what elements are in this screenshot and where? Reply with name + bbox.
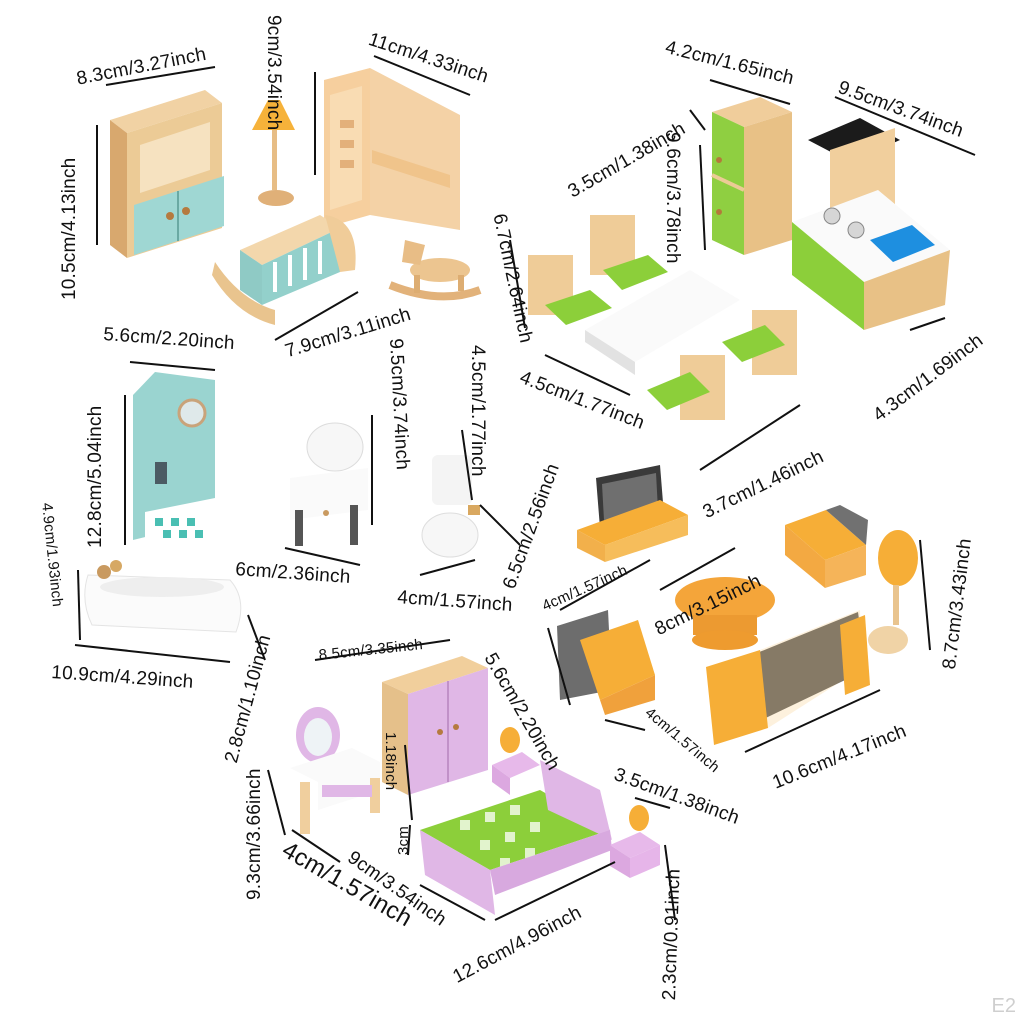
shower — [133, 372, 215, 548]
washbasin — [290, 422, 368, 546]
double-bed — [420, 760, 612, 915]
armchair-right — [785, 505, 868, 588]
dim-label: 2.3cm/0.91inch — [659, 868, 685, 1001]
dim-label: 10.5cm/4.13inch — [59, 157, 80, 300]
bunk-bed — [324, 68, 460, 230]
bathtub — [84, 560, 242, 633]
armchair — [557, 610, 655, 715]
rocking-cradle — [212, 215, 356, 325]
cupboard-hutch — [110, 90, 224, 258]
floor-lamp — [252, 100, 295, 206]
sofa — [706, 610, 870, 745]
watermark: E2 — [991, 995, 1016, 1017]
nightstand — [610, 805, 660, 878]
tv-stand — [577, 465, 688, 562]
dimension-lines — [74, 55, 976, 921]
dim-label: 1.18inch — [382, 732, 399, 791]
floor-lamp-living — [868, 530, 918, 654]
wardrobe — [382, 656, 488, 795]
toilet — [421, 455, 480, 558]
dim-label: 4.5cm/1.77inch — [467, 345, 488, 477]
dim-label: 9.3cm/3.66inch — [244, 768, 265, 900]
dresser — [290, 707, 380, 834]
rocking-horse — [388, 240, 482, 301]
dim-label: 9cm/3.54inch — [263, 15, 284, 131]
nightstand-left — [492, 727, 540, 795]
dim-label: 3cm — [395, 826, 412, 855]
fridge — [711, 97, 792, 255]
dim-label: 9.6cm/3.78inch — [662, 132, 683, 264]
stove-counter — [792, 118, 950, 330]
coffee-table — [675, 577, 775, 650]
dining-set — [528, 215, 797, 420]
dim-label: 12.8cm/5.04inch — [85, 405, 106, 548]
